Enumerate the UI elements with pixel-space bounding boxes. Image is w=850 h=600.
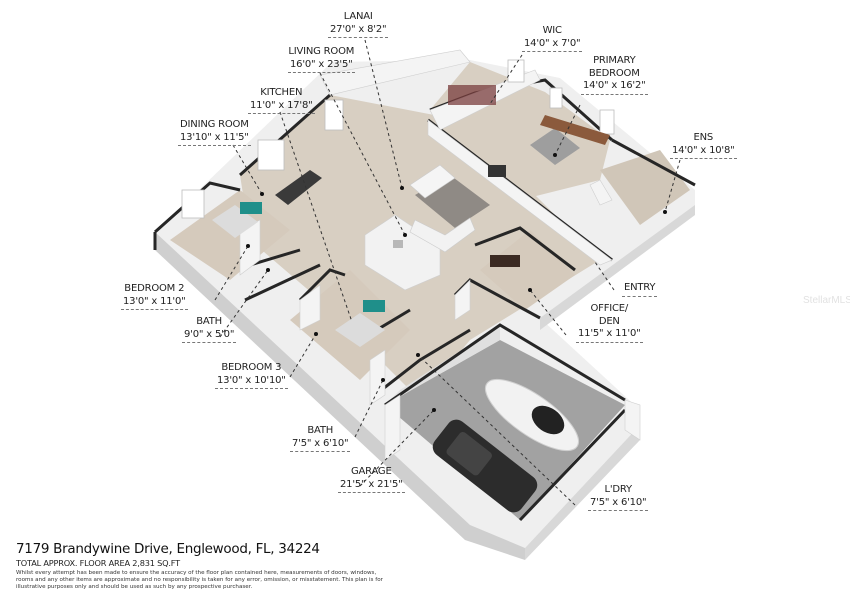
bedroom3-bed [335,313,385,347]
car-white [485,378,579,452]
windows [181,59,615,219]
footer: 7179 Brandywine Drive, Englewood, FL, 34… [16,541,386,592]
leader-lines [214,39,681,506]
disclaimer: Whilst every attempt has been made to en… [16,570,383,591]
office-desk [490,255,520,267]
sofa [409,164,456,199]
wall-faces [239,49,641,461]
label-entry: ENTRY [622,282,658,297]
room-markers [246,153,667,412]
bedroom2-bed [212,205,258,238]
primary-bed [530,128,580,165]
watermark: StellarMLS [803,295,850,306]
car-black [432,419,538,513]
tv [488,165,506,177]
total-floor-area: TOTAL APPROX. FLOOR AREA 2,831 SQ.FT [16,558,180,568]
furniture [212,85,610,513]
dining-table [275,170,322,205]
property-address: 7179 Brandywine Drive, Englewood, FL, 34… [16,541,320,557]
sectional [409,217,476,253]
